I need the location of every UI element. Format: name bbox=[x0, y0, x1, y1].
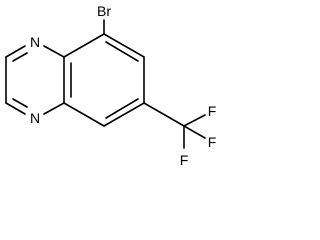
bond bbox=[103, 33, 145, 58]
fluorine-atom-label: F bbox=[208, 134, 217, 150]
bond bbox=[43, 102, 65, 115]
chemical-structure: Br N N F F F bbox=[5, 3, 217, 168]
bond bbox=[183, 125, 206, 139]
bond bbox=[105, 98, 139, 119]
bond bbox=[5, 102, 26, 115]
bond bbox=[103, 102, 145, 127]
nitrogen-atom-label-bottom: N bbox=[30, 110, 40, 126]
bond bbox=[5, 45, 26, 58]
bond bbox=[12, 98, 28, 108]
bond bbox=[43, 45, 65, 58]
bond bbox=[105, 41, 139, 62]
nitrogen-atom-label-top: N bbox=[30, 34, 40, 50]
fluorine-atom-label: F bbox=[180, 152, 189, 168]
bromine-atom-label: Br bbox=[97, 3, 111, 19]
bond bbox=[63, 33, 105, 58]
bond bbox=[143, 102, 185, 127]
bond bbox=[63, 102, 105, 127]
fluorine-atom-label: F bbox=[208, 103, 217, 119]
bond bbox=[183, 114, 206, 127]
bond bbox=[12, 52, 28, 62]
